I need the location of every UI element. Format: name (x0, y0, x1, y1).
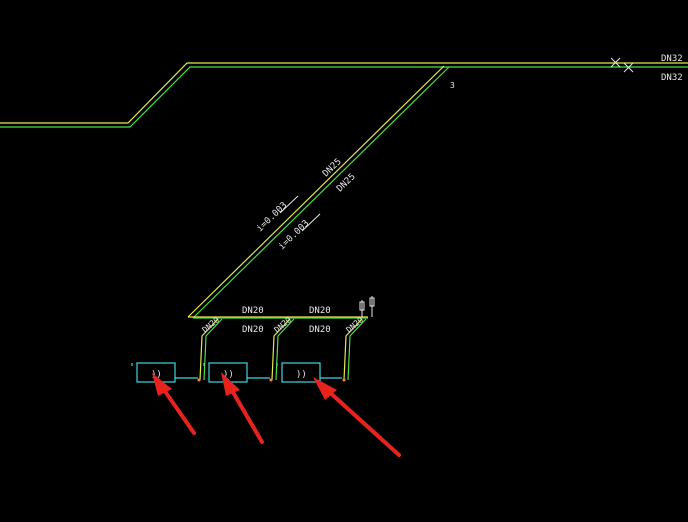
fitting-dot-3 (342, 378, 346, 382)
branch-label-1-top: DN20 (242, 306, 264, 316)
node-number: 3 (450, 81, 455, 90)
branch-pipe[interactable] (188, 316, 368, 319)
drop-pipe-1[interactable] (199, 318, 223, 381)
slope-label-lower: i=0.003 (277, 219, 311, 253)
branch-label-2-top: DN20 (309, 306, 331, 316)
main-pipe[interactable] (0, 62, 688, 128)
branch-label-1-bottom: DN20 (242, 325, 264, 335)
riser-pipe[interactable] (187, 65, 450, 319)
drop-pipe-3[interactable] (343, 318, 367, 381)
radiator-2[interactable]: )) (203, 362, 273, 383)
radiator-3[interactable]: )) (276, 362, 346, 383)
fitting-dot-2 (269, 378, 273, 382)
red-arrow-3-icon (313, 377, 401, 457)
main-label-top: DN32 (661, 54, 683, 64)
radiator-symbol-2: )) (223, 370, 234, 380)
radiator-1[interactable]: )) (131, 362, 201, 383)
air-vent-icon[interactable] (359, 296, 375, 317)
slope-arrow-lower (301, 213, 321, 232)
main-label-bottom: DN32 (661, 73, 683, 83)
red-arrow-2-icon (221, 372, 264, 444)
radiator-symbol-3: )) (296, 370, 307, 380)
fitting-dot-1 (197, 378, 201, 382)
red-arrow-1-icon (152, 373, 196, 435)
radiator-symbol-1: )) (151, 370, 162, 380)
slope-arrow-upper (279, 195, 299, 214)
valve-marks[interactable] (610, 57, 634, 73)
branch-label-2-bottom: DN20 (309, 325, 331, 335)
